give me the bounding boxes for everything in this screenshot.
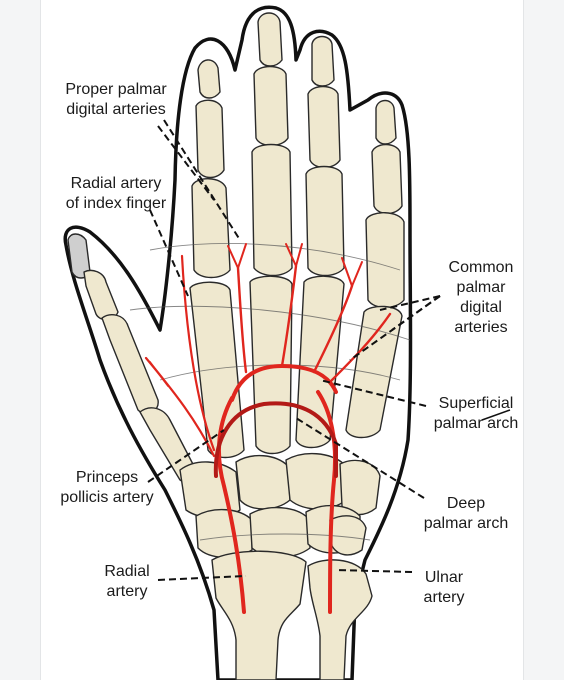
- label-proper-palmar-digital-arteries: Proper palmar digital arteries: [65, 81, 167, 118]
- radial-artery-path: [217, 396, 246, 614]
- label-ulnar-artery: Ulnar artery: [423, 569, 465, 606]
- bones: [67, 12, 405, 680]
- right-margin: [523, 0, 564, 680]
- label-radial-artery: Radial artery: [104, 563, 150, 600]
- ulnar-artery-path: [316, 390, 338, 614]
- leader-lines: [147, 119, 441, 581]
- label-common-palmar-digital-arteries: Common palmar digital arteries: [448, 259, 514, 336]
- deep-arch-path: [213, 401, 338, 478]
- label-superficial-palmar-arch: Superficial palmar arch: [433, 395, 519, 432]
- label-deep-palmar-arch: Deep palmar arch: [423, 495, 509, 532]
- label-princeps-pollicis-artery: Princeps pollicis artery: [60, 469, 154, 506]
- superficial-arch-pointer: [481, 409, 511, 421]
- label-radial-artery-of-index-finger: Radial artery of index finger: [65, 175, 167, 212]
- left-margin: [0, 0, 41, 680]
- arteries: [144, 243, 392, 614]
